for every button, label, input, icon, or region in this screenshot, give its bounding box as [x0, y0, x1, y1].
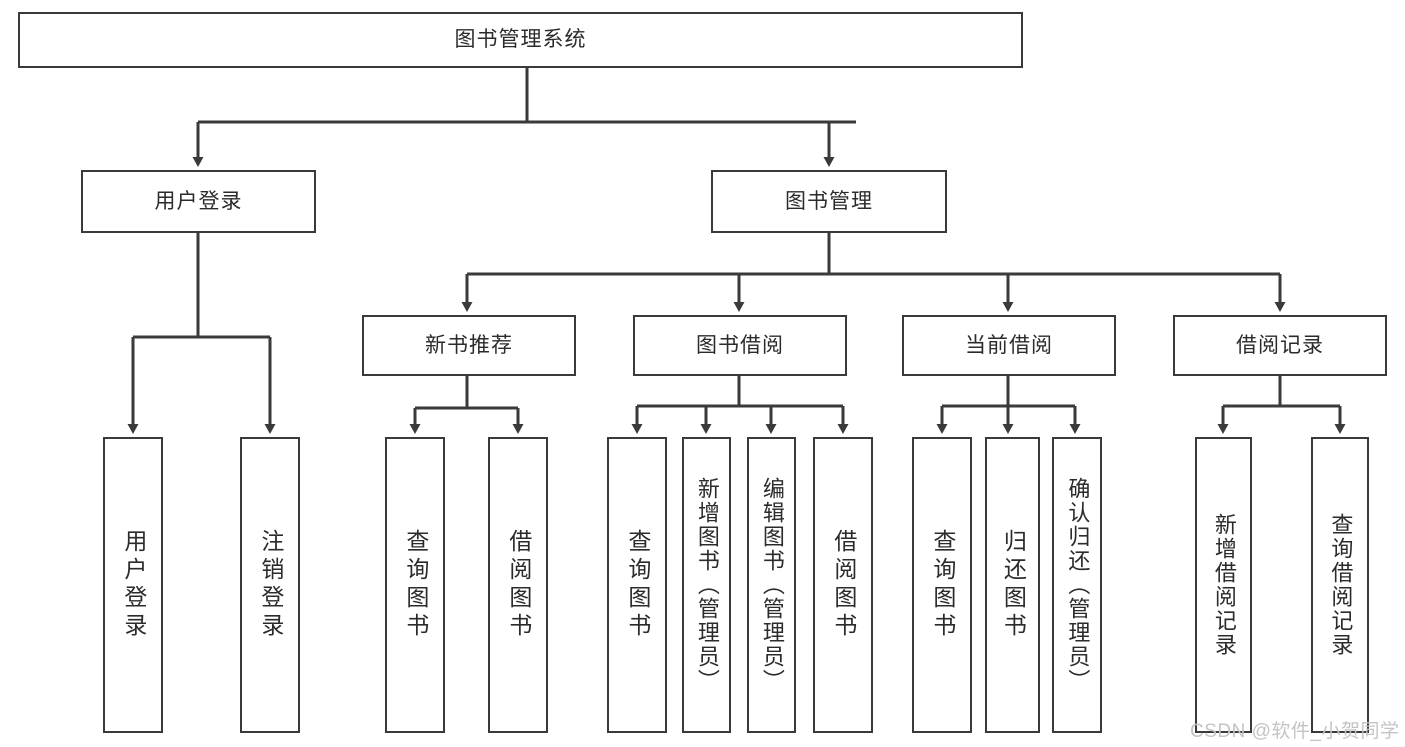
leaf-user-login-label: 用户登录: [120, 529, 147, 641]
leaf-newbook-query-books-label: 查询图书: [402, 529, 429, 641]
leaf-borrow-edit-book-admin[interactable]: 编辑图书（管理员）: [747, 437, 796, 733]
leaf-borrow-borrow-books[interactable]: 借阅图书: [813, 437, 873, 733]
leaf-current-query-books-label: 查询图书: [929, 529, 956, 641]
node-new-book-recommend[interactable]: 新书推荐: [362, 315, 576, 376]
leaf-current-query-books[interactable]: 查询图书: [912, 437, 972, 733]
node-current-borrow-label: 当前借阅: [965, 333, 1053, 357]
node-borrow-records[interactable]: 借阅记录: [1173, 315, 1387, 376]
node-book-borrow-label: 图书借阅: [696, 333, 784, 357]
node-book-borrow[interactable]: 图书借阅: [633, 315, 847, 376]
node-user-login[interactable]: 用户登录: [81, 170, 316, 233]
leaf-logout-label: 注销登录: [257, 529, 284, 641]
leaf-records-query-record-label: 查询借阅记录: [1328, 513, 1354, 657]
leaf-current-return-books[interactable]: 归还图书: [985, 437, 1040, 733]
node-borrow-records-label: 借阅记录: [1236, 333, 1324, 357]
leaf-logout[interactable]: 注销登录: [240, 437, 300, 733]
node-current-borrow[interactable]: 当前借阅: [902, 315, 1116, 376]
node-book-management-label: 图书管理: [785, 189, 873, 213]
leaf-newbook-borrow-books-label: 借阅图书: [505, 529, 532, 641]
leaf-borrow-query-books-label: 查询图书: [624, 529, 651, 641]
leaf-borrow-edit-book-admin-label: 编辑图书（管理员）: [759, 477, 785, 693]
leaf-borrow-add-book-admin-label: 新增图书（管理员）: [694, 477, 720, 693]
leaf-newbook-borrow-books[interactable]: 借阅图书: [488, 437, 548, 733]
node-root[interactable]: 图书管理系统: [18, 12, 1023, 68]
leaf-borrow-query-books[interactable]: 查询图书: [607, 437, 667, 733]
leaf-records-add-record-label: 新增借阅记录: [1211, 513, 1237, 657]
csdn-watermark: CSDN @软件_小贺同学: [1190, 721, 1400, 742]
node-user-login-label: 用户登录: [154, 189, 243, 213]
leaf-current-confirm-return-admin[interactable]: 确认归还（管理员）: [1052, 437, 1102, 733]
leaf-newbook-query-books[interactable]: 查询图书: [385, 437, 445, 733]
leaf-current-confirm-return-admin-label: 确认归还（管理员）: [1065, 477, 1091, 693]
node-root-label: 图书管理系统: [454, 28, 587, 52]
leaf-current-return-books-label: 归还图书: [1000, 529, 1027, 641]
leaf-user-login[interactable]: 用户登录: [103, 437, 163, 733]
node-book-management[interactable]: 图书管理: [711, 170, 947, 233]
leaf-records-add-record[interactable]: 新增借阅记录: [1195, 437, 1252, 733]
node-new-book-recommend-label: 新书推荐: [425, 333, 513, 357]
leaf-records-query-record[interactable]: 查询借阅记录: [1311, 437, 1369, 733]
leaf-borrow-add-book-admin[interactable]: 新增图书（管理员）: [682, 437, 731, 733]
leaf-borrow-borrow-books-label: 借阅图书: [830, 529, 857, 641]
